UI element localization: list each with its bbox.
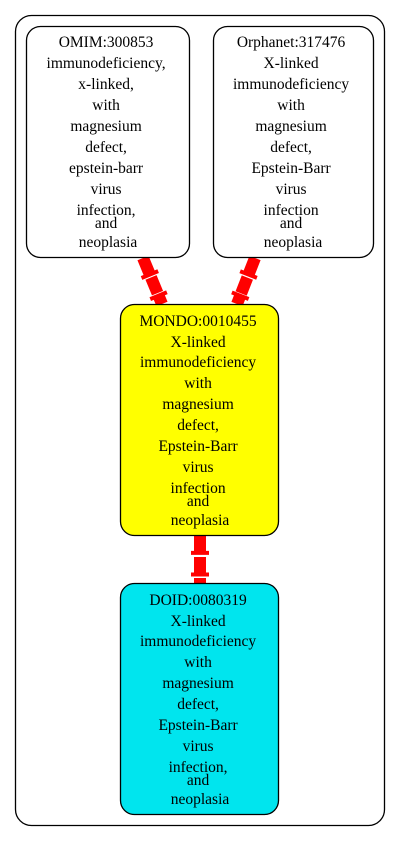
node-orphanet-line: Orphanet:317476 [237,34,346,51]
node-orphanet-line: defect, [270,139,312,156]
edge-orphanet-mondo [231,255,261,307]
node-doid-line: virus [183,738,214,755]
edge-omim-mondo [137,255,168,307]
node-orphanet-line: and [280,215,303,232]
node-omim-line: and [95,215,118,232]
node-omim-line: virus [91,181,122,198]
edges-layer [137,255,261,583]
node-omim-label: OMIM:300853 immunodeficiency, x-linked, … [47,34,170,251]
node-omim-line: immunodeficiency, [47,55,166,72]
node-omim-line: with [92,97,120,114]
edge-tick [140,269,159,280]
node-mondo-line: Epstein-Barr [158,438,238,455]
node-mondo-label: MONDO:0010455 X-linked immunodeficiency … [140,313,261,529]
node-doid-box [119,582,280,816]
edge-line [231,255,261,307]
node-orphanet-line: Epstein-Barr [251,160,331,177]
node-doid-line: DOID:0080319 [149,592,247,609]
edge-line [137,255,168,307]
node-doid-line: and [187,772,210,789]
edge-tick [239,269,258,280]
node-doid-line: with [184,654,212,671]
node-doid-line: neoplasia [171,791,230,808]
node-doid-line: Epstein-Barr [158,717,238,734]
node-omim-line: neoplasia [79,234,138,251]
node-doid[interactable]: DOID:0080319 X-linked immunodeficiency w… [119,582,280,816]
node-mondo-line: immunodeficiency [140,354,256,371]
node-omim-line: magnesium [70,118,141,135]
node-omim-line: defect, [85,139,127,156]
node-orphanet-line: magnesium [255,118,326,135]
node-omim-box [25,25,191,259]
node-omim-line: x-linked, [78,76,134,93]
node-mondo-line: with [184,375,212,392]
node-mondo-line: and [187,493,210,510]
node-mondo-box [119,303,280,537]
node-orphanet-line: with [277,97,305,114]
node-orphanet-line: neoplasia [264,234,323,251]
node-omim[interactable]: OMIM:300853 immunodeficiency, x-linked, … [25,25,191,259]
node-mondo-line: X-linked [171,334,226,351]
node-orphanet-line: virus [276,181,307,198]
node-doid-line: magnesium [162,675,233,692]
node-orphanet-box [212,25,375,259]
node-doid-line: immunodeficiency [140,633,256,650]
node-omim-line: epstein-barr [69,160,144,177]
cluster-border [14,14,386,827]
node-mondo-line: defect, [177,417,219,434]
node-orphanet-label: Orphanet:317476 X-linked immunodeficienc… [233,34,353,251]
node-mondo[interactable]: MONDO:0010455 X-linked immunodeficiency … [119,303,280,537]
node-orphanet-line: immunodeficiency [233,76,349,93]
edge-mondo-doid [191,536,209,583]
edge-tick [149,290,168,302]
node-doid-line: defect, [177,696,219,713]
node-mondo-line: neoplasia [171,512,230,529]
node-doid-line: X-linked [171,613,226,630]
edge-tick [231,290,250,301]
node-omim-line: OMIM:300853 [59,34,154,51]
node-mondo-line: MONDO:0010455 [140,313,257,330]
node-mondo-line: virus [183,459,214,476]
node-orphanet-line: X-linked [264,55,319,72]
node-mondo-line: magnesium [162,396,233,413]
node-doid-label: DOID:0080319 X-linked immunodeficiency w… [140,592,260,808]
node-orphanet[interactable]: Orphanet:317476 X-linked immunodeficienc… [212,25,375,259]
